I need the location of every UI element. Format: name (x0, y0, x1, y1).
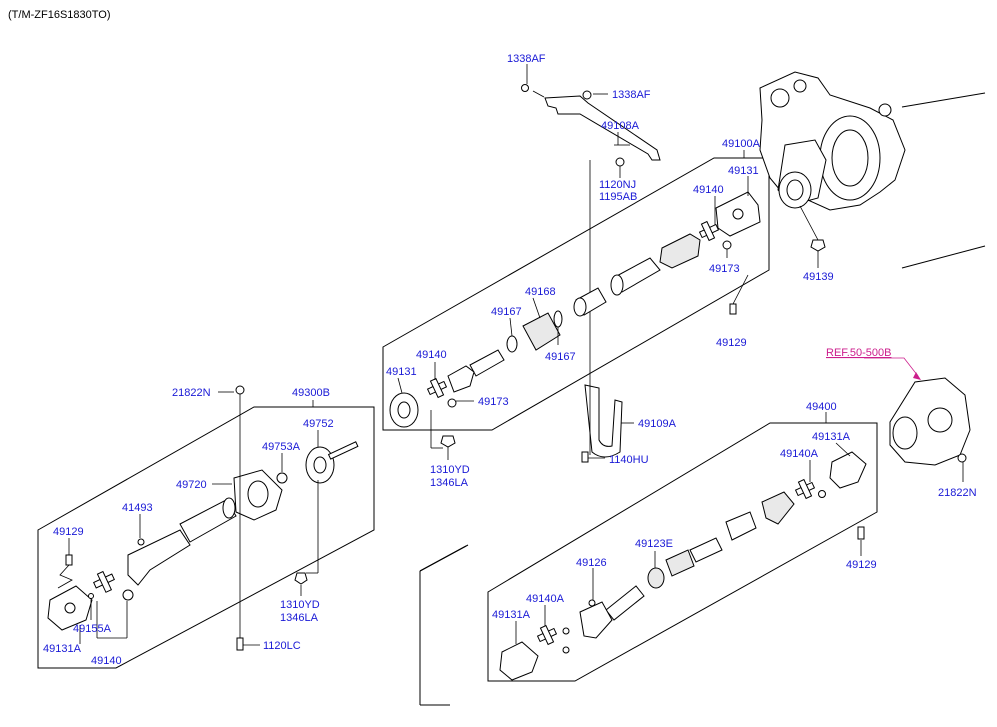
drive-shaft-49400 (499, 377, 971, 681)
group-box-49400 (487, 422, 878, 682)
label-49123e[interactable]: 49123E (635, 538, 673, 550)
label-49129-right[interactable]: 49129 (846, 559, 877, 571)
drive-shaft-49100a (389, 191, 761, 448)
label-1120lc[interactable]: 1120LC (263, 640, 301, 652)
label-49140-mid[interactable]: 49140 (416, 349, 447, 361)
label-1140hu[interactable]: 1140HU (609, 454, 649, 466)
label-49100a[interactable]: 49100A (722, 138, 761, 150)
label-49109a[interactable]: 49109A (638, 418, 677, 430)
boundary-line-lower-a (419, 545, 467, 572)
label-49167-a[interactable]: 49167 (491, 306, 522, 318)
bolt-49139 (799, 205, 826, 252)
boundary-line-upper-b (901, 245, 986, 269)
label-49131-mid[interactable]: 49131 (386, 366, 417, 378)
label-49140a-low[interactable]: 49140A (526, 593, 565, 605)
label-1120nj[interactable]: 1120NJ (599, 179, 636, 191)
label-1346la-mid[interactable]: 1346LA (430, 477, 469, 489)
label-49131a-low[interactable]: 49131A (492, 609, 531, 621)
label-49131a-left[interactable]: 49131A (43, 643, 82, 655)
label-49752[interactable]: 49752 (303, 418, 334, 430)
leader-lines (68, 64, 964, 646)
label-1195ab[interactable]: 1195AB (599, 191, 637, 203)
label-49400[interactable]: 49400 (806, 401, 837, 413)
label-21822n-right[interactable]: 21822N (938, 487, 977, 499)
label-49753a[interactable]: 49753A (262, 441, 301, 453)
label-49720[interactable]: 49720 (176, 479, 207, 491)
label-41493[interactable]: 41493 (122, 502, 153, 514)
label-49129-top[interactable]: 49129 (716, 337, 747, 349)
drive-shaft-49300b (47, 385, 359, 651)
boundary-line-upper-a (901, 92, 986, 108)
label-49140-left[interactable]: 49140 (91, 655, 122, 667)
label-21822n-left[interactable]: 21822N (172, 387, 211, 399)
label-49155a[interactable]: 49155A (73, 623, 112, 635)
label-1346la-low[interactable]: 1346LA (280, 612, 319, 624)
label-1338af-a[interactable]: 1338AF (507, 53, 546, 65)
label-ref-50-500b[interactable]: REF.50-500B (826, 347, 891, 359)
label-49168[interactable]: 49168 (525, 286, 556, 298)
model-code: (T/M-ZF16S1830TO) (8, 9, 111, 21)
label-49139[interactable]: 49139 (803, 271, 834, 283)
label-49131-top[interactable]: 49131 (728, 165, 759, 177)
label-49126[interactable]: 49126 (576, 557, 607, 569)
label-49173-mid[interactable]: 49173 (478, 396, 509, 408)
label-49131a-right[interactable]: 49131A (812, 431, 851, 443)
label-49108a[interactable]: 49108A (601, 120, 640, 132)
label-49167-b[interactable]: 49167 (545, 351, 576, 363)
group-box-49300b (37, 406, 375, 669)
label-49140a-right[interactable]: 49140A (780, 448, 819, 460)
group-box-49100a (382, 157, 770, 431)
label-49140-top[interactable]: 49140 (693, 184, 724, 196)
label-49129-left[interactable]: 49129 (53, 526, 84, 538)
label-1310yd-mid[interactable]: 1310YD (430, 464, 470, 476)
label-1338af-b[interactable]: 1338AF (612, 89, 651, 101)
differential-housing (759, 71, 906, 211)
label-1310yd-low[interactable]: 1310YD (280, 599, 320, 611)
label-49173-top[interactable]: 49173 (709, 263, 740, 275)
label-49300b[interactable]: 49300B (292, 387, 330, 399)
part-labels: 1338AF 1338AF 49108A 1120NJ 1195AB 49100… (43, 53, 977, 667)
